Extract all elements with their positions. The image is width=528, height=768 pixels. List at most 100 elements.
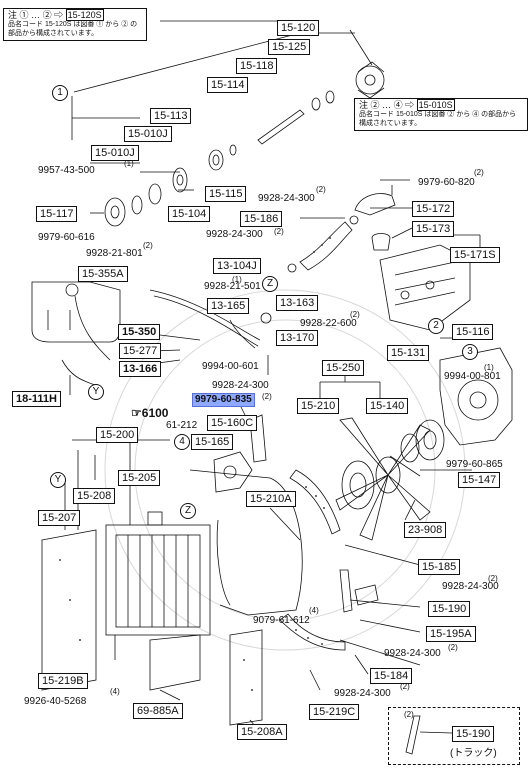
note-range-from: ② — [370, 100, 380, 110]
label-9994-00-801: 9994-00-801 — [444, 371, 501, 382]
part-15-190-truck[interactable]: 15-190 — [452, 726, 495, 742]
label-9928-21-501: 9928-21-501 — [204, 281, 261, 292]
part-15-219c[interactable]: 15-219C — [309, 704, 360, 720]
part-15-165[interactable]: 15-165 — [191, 434, 234, 450]
label-9926-40-5268: 9926-40-5268 — [24, 696, 87, 707]
note-range-to: ④ — [393, 100, 403, 110]
label-9979-60-865: 9979-60-865 — [446, 459, 503, 470]
part-15-172[interactable]: 15-172 — [412, 201, 455, 217]
part-15-010j-upper[interactable]: 15-010J — [124, 126, 172, 142]
part-13-104j[interactable]: 13-104J — [213, 258, 261, 274]
part-18-111h[interactable]: 18-111H — [12, 391, 61, 407]
part-15-190[interactable]: 15-190 — [428, 601, 471, 617]
water-pump-drawing — [439, 347, 513, 446]
part-15-140[interactable]: 15-140 — [366, 398, 409, 414]
note-range-from: ① — [19, 10, 29, 20]
part-15-120[interactable]: 15-120 — [277, 20, 320, 36]
label-9079-61-612: 9079-61-612 — [253, 615, 310, 626]
part-15-250[interactable]: 15-250 — [322, 360, 365, 376]
radiator-drawing — [105, 511, 211, 636]
note-right: 注 ② … ④ ⇨ 15-010S 品名コード 15-010S は図番 ② から… — [354, 98, 528, 131]
part-15-116[interactable]: 15-116 — [452, 324, 494, 340]
part-15-010j-lower[interactable]: 15-010J — [91, 145, 139, 161]
label-9928-21-801-qty: (2) — [143, 241, 153, 250]
part-15-219b[interactable]: 15-219B — [38, 673, 88, 689]
part-15-160c[interactable]: 15-160C — [207, 415, 258, 431]
part-15-208[interactable]: 15-208 — [73, 488, 116, 504]
part-15-171s[interactable]: 15-171S — [450, 247, 500, 263]
part-15-210[interactable]: 15-210 — [297, 398, 340, 414]
callout-y-radiator[interactable]: Y — [50, 472, 66, 488]
label-9979-60-820-qty: (2) — [474, 168, 484, 177]
note-text: 品名コード 15-010S は図番 ② から ④ の部品から構成されています。 — [359, 111, 517, 127]
label-9979-60-835-highlighted[interactable]: 9979-60-835 — [192, 393, 255, 407]
note-code: 15-120S — [65, 9, 104, 21]
part-15-117[interactable]: 15-117 — [36, 206, 78, 222]
part-15-200[interactable]: 15-200 — [96, 427, 139, 443]
label-9079-61-612-qty: (4) — [309, 606, 319, 615]
label-9928-24-300-185: 9928-24-300 — [442, 581, 499, 592]
part-15-125[interactable]: 15-125 — [268, 39, 311, 55]
part-15-118[interactable]: 15-118 — [236, 58, 278, 74]
label-9928-24-300-lower-qty: (2) — [400, 682, 410, 691]
part-15-115[interactable]: 15-115 — [205, 186, 247, 202]
label-9979-60-835-qty: (2) — [262, 392, 272, 401]
part-15-185[interactable]: 15-185 — [418, 559, 461, 575]
part-15-195a[interactable]: 15-195A — [426, 626, 476, 642]
callout-3[interactable]: 3 — [462, 344, 478, 360]
part-15-355a[interactable]: 15-355A — [78, 266, 128, 282]
part-15-208a[interactable]: 15-208A — [237, 724, 287, 740]
label-9928-24-300-mid: 9928-24-300 — [206, 229, 263, 240]
part-15-184[interactable]: 15-184 — [370, 668, 413, 684]
callout-z-upper[interactable]: Z — [262, 276, 278, 292]
callout-z-lower[interactable]: Z — [180, 503, 196, 519]
note-range-to: ② — [42, 10, 52, 20]
callout-2[interactable]: 2 — [428, 318, 444, 334]
label-9928-24-300-185-qty: (2) — [488, 574, 498, 583]
label-6100: ☞6100 — [131, 406, 169, 420]
label-9928-22-600-qty: (2) — [350, 310, 360, 319]
truck-label: (トラック) — [450, 748, 497, 759]
callout-y-reservoir[interactable]: Y — [88, 384, 104, 400]
part-69-885a[interactable]: 69-885A — [133, 703, 183, 719]
label-9928-21-501-qty: (1) — [232, 275, 242, 284]
part-13-166[interactable]: 13-166 — [119, 361, 162, 377]
label-9928-24-300-center: 9928-24-300 — [212, 380, 269, 391]
label-9928-21-801: 9928-21-801 — [86, 248, 143, 259]
part-15-114[interactable]: 15-114 — [207, 77, 249, 93]
label-9928-24-300-upper-qty: (2) — [316, 185, 326, 194]
part-15-210a[interactable]: 15-210A — [246, 491, 296, 507]
note-prefix: 注 — [8, 10, 18, 20]
callout-4[interactable]: 4 — [174, 434, 190, 450]
label-61-212: 61-212 — [166, 420, 198, 431]
part-15-350[interactable]: 15-350 — [118, 324, 161, 340]
label-9994-00-801-qty: (1) — [484, 363, 494, 372]
label-9994-00-601: 9994-00-601 — [202, 361, 259, 372]
part-15-104[interactable]: 15-104 — [168, 206, 211, 222]
part-15-173[interactable]: 15-173 — [412, 221, 455, 237]
part-15-207[interactable]: 15-207 — [38, 510, 81, 526]
label-9928-24-300-195-qty: (2) — [448, 643, 458, 652]
inset-qty: (2) — [404, 710, 414, 719]
part-15-131[interactable]: 15-131 — [387, 345, 430, 361]
label-9979-60-616: 9979-60-616 — [38, 232, 95, 243]
part-13-163[interactable]: 13-163 — [276, 295, 319, 311]
part-13-170[interactable]: 13-170 — [276, 330, 319, 346]
part-13-165[interactable]: 13-165 — [207, 298, 250, 314]
part-15-186[interactable]: 15-186 — [240, 211, 283, 227]
part-15-113[interactable]: 15-113 — [150, 108, 192, 124]
part-15-277[interactable]: 15-277 — [119, 343, 162, 359]
label-9979-60-820: 9979-60-820 — [418, 177, 475, 188]
part-15-147[interactable]: 15-147 — [458, 472, 501, 488]
label-9928-22-600: 9928-22-600 — [300, 318, 357, 329]
note-top-left: 注 ① … ② ⇨ 15-120S 品名コード 15-120S は図番 ① から… — [3, 8, 147, 41]
part-23-908[interactable]: 23-908 — [404, 522, 447, 538]
label-9928-24-300-lower: 9928-24-300 — [334, 688, 391, 699]
callout-1[interactable]: 1 — [52, 85, 68, 101]
label-9928-24-300-upper: 9928-24-300 — [258, 193, 315, 204]
label-9928-24-300-mid-qty: (2) — [274, 227, 284, 236]
part-15-205[interactable]: 15-205 — [118, 470, 161, 486]
note-prefix: 注 — [359, 100, 369, 110]
